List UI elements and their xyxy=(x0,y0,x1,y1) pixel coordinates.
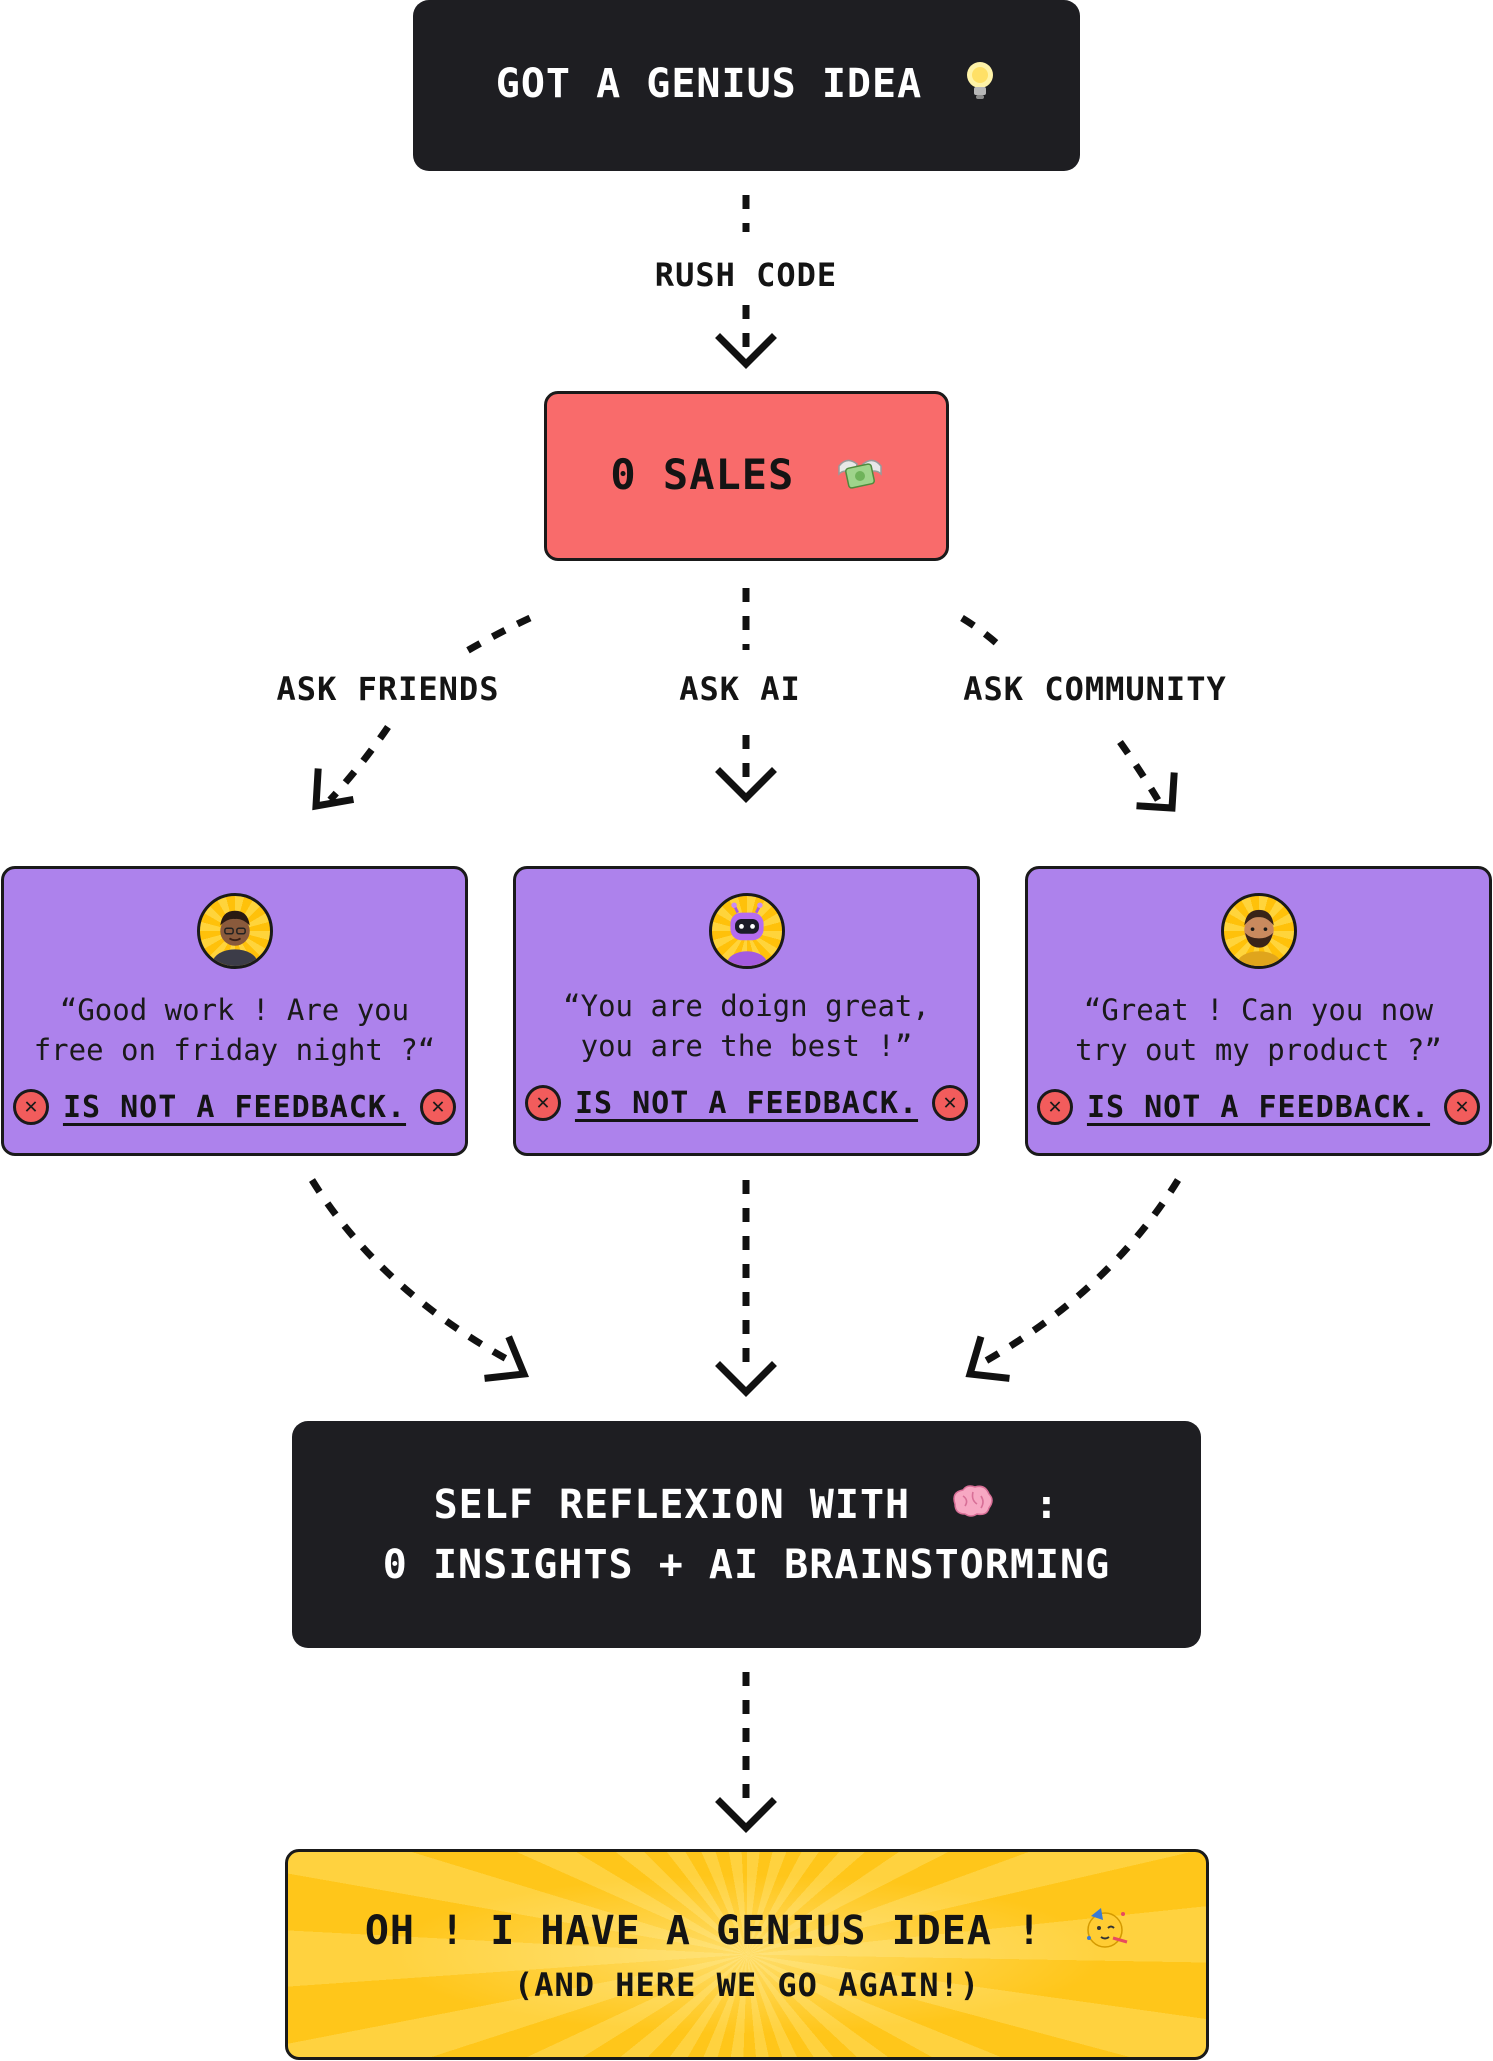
node-start-text: GOT A GENIUS IDEA xyxy=(495,60,923,107)
edge-sales-to-community-upper xyxy=(960,615,1007,653)
card-ai-quote-line2: you are the best !” xyxy=(580,1029,913,1063)
close-circle-icon: ✕ xyxy=(1444,1089,1481,1125)
node-final-sub: (AND HERE WE GO AGAIN!) xyxy=(513,1965,981,2004)
node-sales-text: 0 SALES xyxy=(610,449,795,499)
edge-label-rush-code: RUSH CODE xyxy=(654,256,838,294)
node-final: OH ! I HAVE A GENIUS IDEA ! (AND HERE WE… xyxy=(285,1849,1209,2060)
node-reflexion-line1: SELF REFLEXION WITH xyxy=(433,1481,911,1528)
lightbulb-icon xyxy=(963,60,997,112)
edge-sales-to-community-lower xyxy=(1117,739,1162,802)
card-friends-quote-line2: free on friday night ?“ xyxy=(33,1033,436,1067)
community-avatar xyxy=(1220,893,1297,969)
card-community-quote-line2: try out my product ?” xyxy=(1075,1033,1442,1067)
brain-icon xyxy=(949,1478,995,1536)
node-sales: 0 SALES xyxy=(544,391,949,561)
card-ai-quote-line1: “You are doign great, xyxy=(563,989,930,1023)
node-reflexion-line2: 0 INSIGHTS + AI BRAINSTORMING xyxy=(382,1541,1111,1588)
node-reflexion: SELF REFLEXION WITH : 0 INSIGHTS + AI BR… xyxy=(292,1421,1201,1648)
edge-community-to-reflexion xyxy=(982,1178,1181,1366)
node-start: GOT A GENIUS IDEA xyxy=(413,0,1080,171)
card-community-verdict: IS NOT A FEEDBACK. xyxy=(1086,1089,1431,1125)
arrowhead-ai-reflexion xyxy=(715,1361,777,1397)
arrowhead-community-reflexion xyxy=(965,1335,1010,1382)
node-reflexion-colon: : xyxy=(1034,1481,1060,1528)
arrowhead-friends xyxy=(312,768,355,811)
card-friends-quote-line1: “Good work ! Are you xyxy=(59,993,410,1027)
arrowhead-community xyxy=(1136,772,1178,812)
edge-label-ask-ai: ASK AI xyxy=(679,670,801,708)
arrowhead-final xyxy=(715,1797,777,1833)
edge-sales-to-friends-upper xyxy=(463,614,532,656)
close-circle-icon: ✕ xyxy=(1036,1089,1073,1125)
robot-avatar xyxy=(708,893,785,969)
edge-friends-to-reflexion xyxy=(309,1178,514,1366)
edge-label-ask-friends: ASK FRIENDS xyxy=(276,670,500,708)
card-friends-verdict: IS NOT A FEEDBACK. xyxy=(62,1089,407,1125)
edge-sales-to-friends-lower xyxy=(327,725,391,803)
arrowhead-ai xyxy=(715,767,777,803)
close-circle-icon: ✕ xyxy=(12,1089,49,1125)
card-community: “Great ! Can you now try out my product … xyxy=(1025,866,1492,1156)
close-circle-icon: ✕ xyxy=(932,1085,969,1121)
arrowhead-friends-reflexion xyxy=(484,1335,530,1382)
card-community-quote-line1: “Great ! Can you now xyxy=(1083,993,1434,1027)
partying-face-icon xyxy=(1083,1906,1129,1960)
card-ai-verdict: IS NOT A FEEDBACK. xyxy=(574,1085,919,1121)
card-friends: “Good work ! Are you free on friday nigh… xyxy=(1,866,468,1156)
money-with-wings-icon xyxy=(837,452,883,502)
close-circle-icon: ✕ xyxy=(524,1085,561,1121)
card-ai: “You are doign great, you are the best !… xyxy=(513,866,980,1156)
friend-avatar xyxy=(196,893,273,969)
edge-label-ask-community: ASK COMMUNITY xyxy=(963,670,1227,708)
node-final-main: OH ! I HAVE A GENIUS IDEA ! xyxy=(364,1907,1043,1954)
arrowhead-sales xyxy=(715,333,777,369)
close-circle-icon: ✕ xyxy=(420,1089,457,1125)
